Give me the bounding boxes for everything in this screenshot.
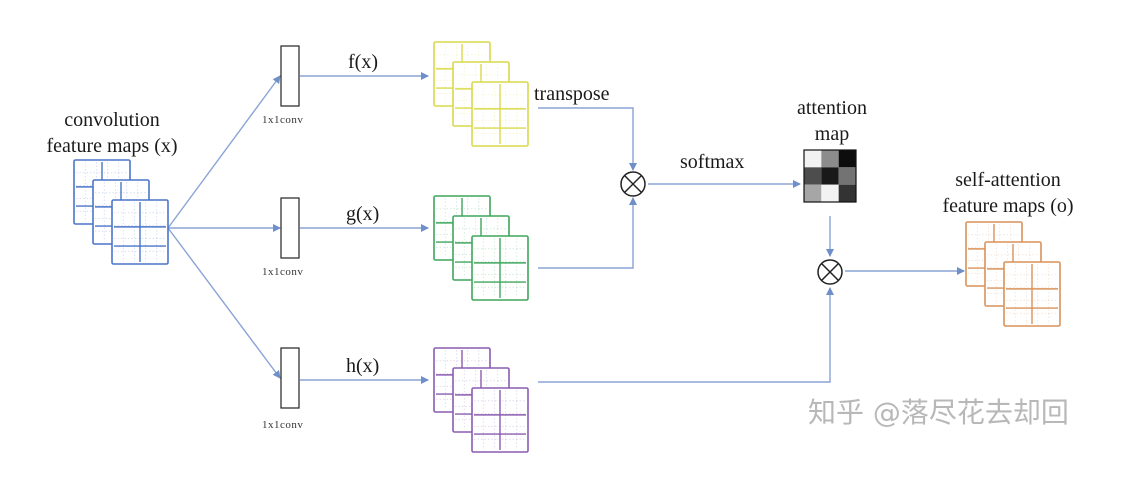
conv-h: 1x1conv: [262, 347, 303, 431]
attention-cell: [821, 167, 839, 185]
conv-label: 1x1conv: [262, 114, 303, 126]
attention-cell: [821, 184, 839, 202]
arrow-f-to-multiply: [538, 107, 637, 171]
h-label: h(x): [346, 355, 379, 377]
stack-output: [965, 221, 1061, 327]
attention-cell: [838, 150, 856, 168]
feature-map-sheet: [1003, 261, 1061, 327]
conv-label: 1x1conv: [262, 419, 303, 431]
stack-f: [433, 41, 529, 147]
arrow-h-to-multiply: [538, 287, 834, 383]
conv-box: [280, 45, 300, 107]
stack-h: [433, 347, 529, 453]
arrow-input-to-h: [167, 227, 281, 379]
output-label-line2: feature maps (o): [942, 195, 1073, 217]
conv-box: [280, 197, 300, 259]
output-label-line1: self-attention: [955, 169, 1061, 191]
g-label: g(x): [346, 203, 379, 225]
conv-g: 1x1conv: [262, 197, 303, 278]
attention-label-line2: map: [815, 123, 849, 145]
times-stroke: [623, 174, 643, 194]
feature-map-sheet: [471, 235, 529, 301]
multiply-av: [817, 259, 843, 285]
conv-box: [280, 347, 300, 409]
feature-map-sheet: [111, 199, 169, 265]
softmax-label: softmax: [680, 151, 744, 173]
transpose-label: transpose: [534, 83, 610, 105]
connectors: [167, 72, 965, 384]
multiply-qk: [620, 171, 646, 197]
stack-input: [73, 159, 169, 265]
attention-map-border: [803, 149, 857, 203]
watermark: 知乎 @落尽花去却回: [808, 396, 1069, 429]
conv-label: 1x1conv: [262, 266, 303, 278]
attention-cell: [838, 184, 856, 202]
attention-map: [803, 149, 857, 203]
conv-f: 1x1conv: [262, 45, 303, 126]
attention-cell: [804, 150, 822, 168]
input-label-line1: convolution: [64, 109, 160, 131]
arrow-g-to-multiply: [538, 197, 637, 269]
attention-cell: [804, 167, 822, 185]
f-label: f(x): [348, 51, 378, 73]
attention-cell: [804, 184, 822, 202]
attention-label-line1: attention: [797, 97, 867, 119]
arrow-input-to-f: [167, 75, 281, 229]
input-label-line2: feature maps (x): [46, 135, 177, 157]
feature-map-sheet: [471, 81, 529, 147]
stack-g: [433, 195, 529, 301]
attention-cell: [838, 167, 856, 185]
attention-cell: [821, 150, 839, 168]
feature-map-sheet: [471, 387, 529, 453]
times-stroke: [820, 262, 840, 282]
